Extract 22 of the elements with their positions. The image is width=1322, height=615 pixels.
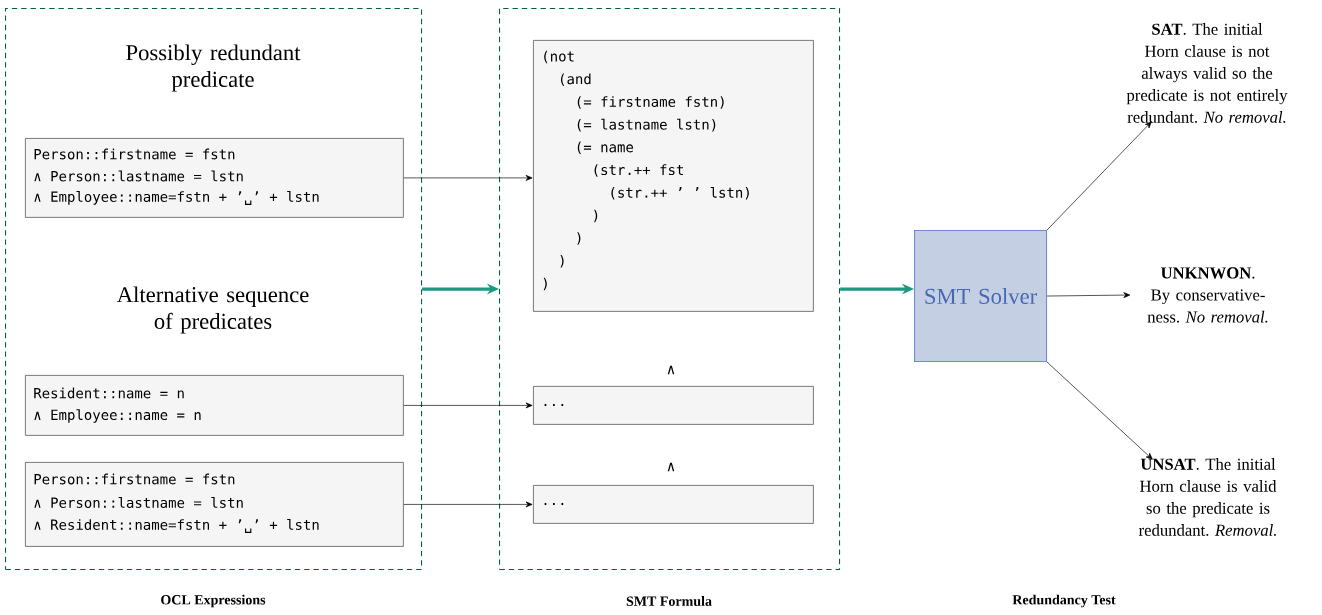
code-box: Person::firstname = fstn ∧ Person::lastname = lstn ∧ Resident::name=fstn + ’␣’ + lstn [25, 462, 404, 547]
result-text: UNKNWON. By conservative- ness. No removal. [1147, 267, 1268, 323]
arrow [403, 501, 533, 508]
section-heading: Alternative sequence of predicates [116, 286, 309, 334]
code-box: (not (and (= firstname fstn) (= lastname lstn) (= name (str.++ fst (str.++ ’ ’ lstn) ) ) ) ) [533, 40, 814, 312]
arrow [1046, 292, 1131, 298]
arrow [403, 402, 533, 409]
code-box: ... [533, 485, 814, 524]
column-caption: Redundancy Test [1012, 594, 1116, 608]
section-heading: Possibly redundant predicate [126, 44, 301, 92]
code-box: Person::firstname = fstn ∧ Person::lastname = lstn ∧ Employee::name=fstn + ’␣’ + lstn [25, 138, 404, 218]
node-label: OCL Expressions [161, 594, 266, 608]
arrow [1046, 361, 1153, 460]
code-box: ... [533, 386, 814, 425]
solver-box: SMT Solver [914, 230, 1048, 363]
arrow [1046, 121, 1152, 231]
result-text: UNSAT. The initial Horn clause is valid so the predicate is redundant. Removal. [1138, 458, 1277, 536]
code-box: Resident::name = n ∧ Employee::name = n [25, 375, 404, 436]
arrow [403, 175, 533, 181]
result-text: SAT. The initial Horn clause is not always valid so the predicate is not entirely redundant. No removal. [1126, 23, 1288, 123]
node-label: SMT Formula [626, 596, 712, 606]
conjunction-symbol: ∧ [667, 462, 675, 472]
